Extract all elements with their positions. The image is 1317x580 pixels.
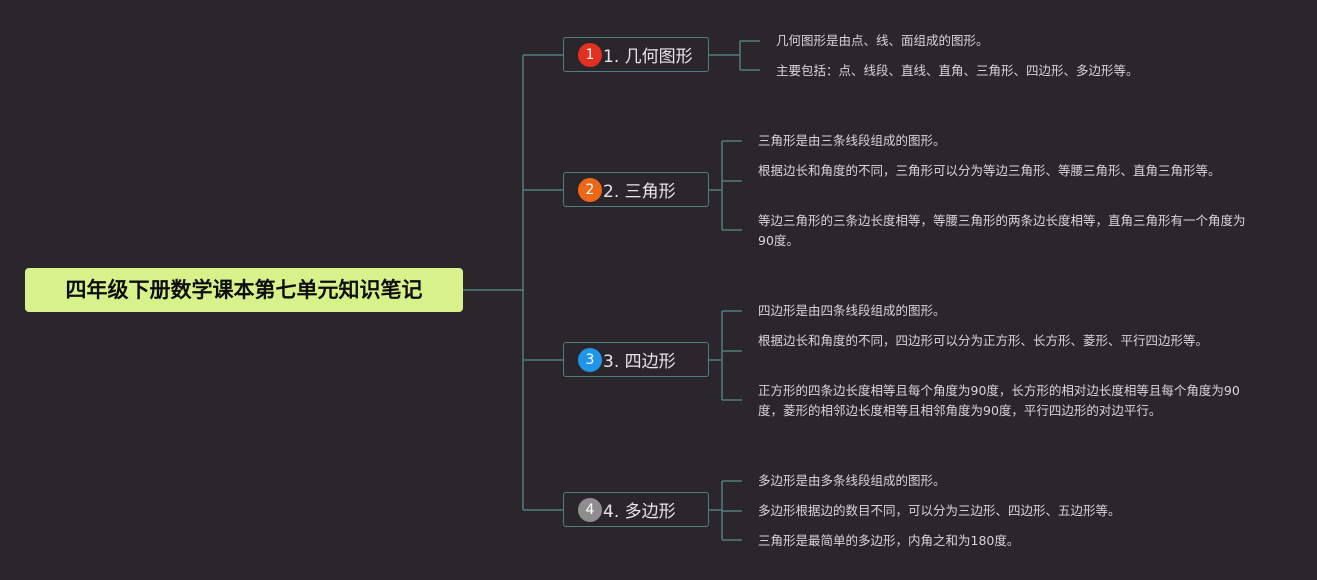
topic-label: 1. 几何图形	[603, 47, 693, 67]
subtopic-note[interactable]: 多边形根据边的数目不同，可以分为三边形、四边形、五边形等。	[758, 503, 1121, 518]
subtopic-note[interactable]: 几何图形是由点、线、面组成的图形。	[776, 33, 989, 48]
subtopic-note[interactable]: 多边形是由多条线段组成的图形。	[758, 473, 946, 488]
subtopic-note[interactable]: 四边形是由四条线段组成的图形。	[758, 303, 946, 318]
priority-3-icon: 3	[578, 347, 602, 372]
subtopic-note[interactable]: 根据边长和角度的不同，四边形可以分为正方形、长方形、菱形、平行四边形等。	[758, 333, 1209, 348]
topic-geometric-shapes[interactable]: 1 1. 几何图形	[563, 37, 709, 72]
priority-1-icon: 1	[578, 42, 602, 67]
root-topic[interactable]: 四年级下册数学课本第七单元知识笔记	[25, 268, 463, 312]
subtopic-note[interactable]: 等边三角形的三条边长度相等，等腰三角形的两条边长度相等，直角三角形有一个角度为9…	[758, 213, 1246, 248]
subtopic-note[interactable]: 正方形的四条边长度相等且每个角度为90度，长方形的相对边长度相等且每个角度为90…	[758, 383, 1240, 418]
topic-label: 2. 三角形	[603, 182, 676, 202]
topic-quadrilateral[interactable]: 3 3. 四边形	[563, 342, 709, 377]
subtopic-note[interactable]: 三角形是由三条线段组成的图形。	[758, 133, 946, 148]
subtopic-note[interactable]: 三角形是最简单的多边形，内角之和为180度。	[758, 533, 1020, 548]
topic-triangle[interactable]: 2 2. 三角形	[563, 172, 709, 207]
topic-label: 4. 多边形	[603, 502, 676, 522]
priority-2-icon: 2	[578, 177, 602, 202]
priority-4-icon: 4	[578, 497, 602, 522]
topic-polygon[interactable]: 4 4. 多边形	[563, 492, 709, 527]
topic-label: 3. 四边形	[603, 352, 676, 372]
subtopic-note[interactable]: 根据边长和角度的不同，三角形可以分为等边三角形、等腰三角形、直角三角形等。	[758, 163, 1221, 178]
subtopic-note[interactable]: 主要包括：点、线段、直线、直角、三角形、四边形、多边形等。	[776, 63, 1139, 78]
